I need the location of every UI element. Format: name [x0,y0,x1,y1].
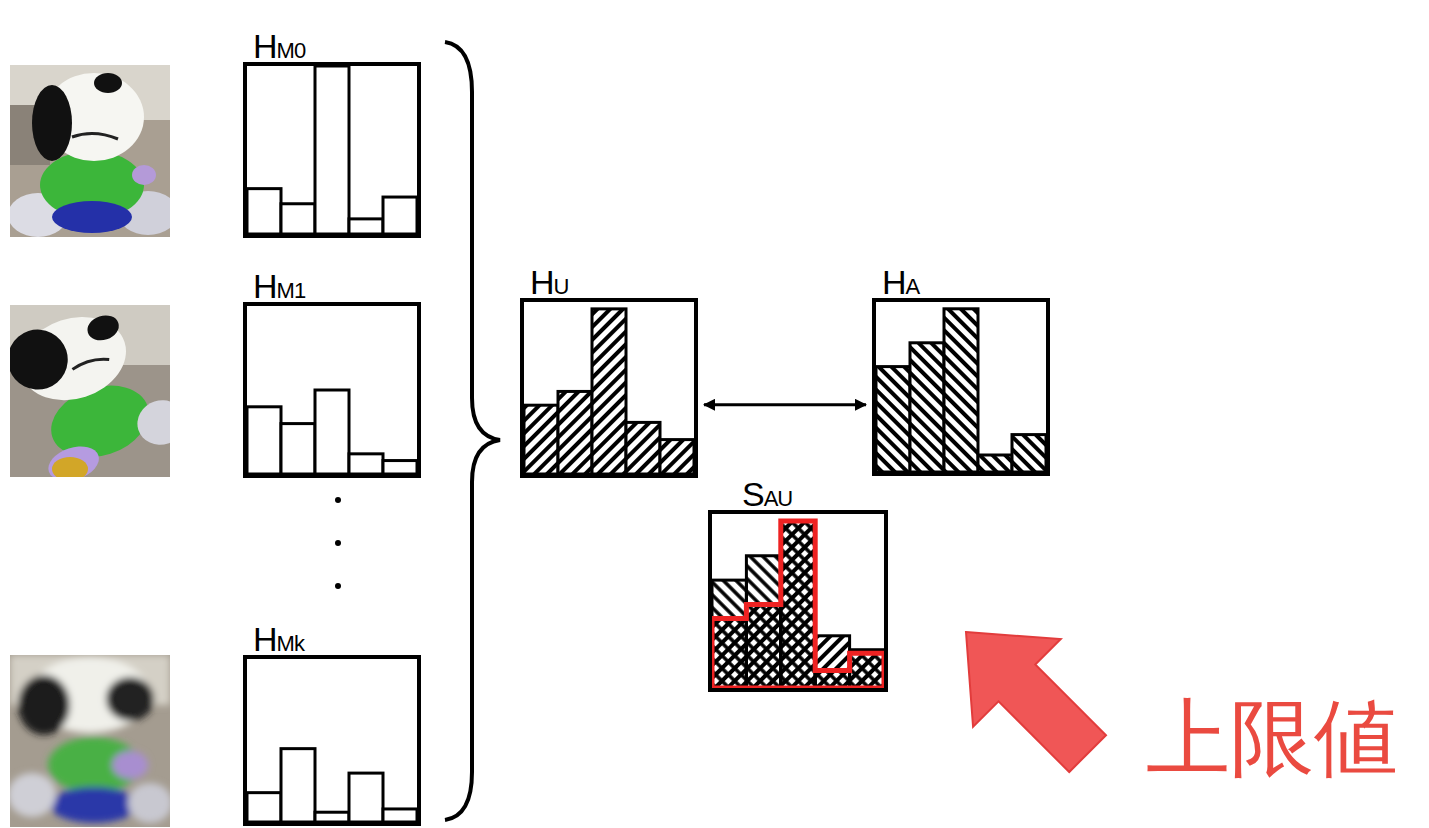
histogram-bar [524,405,558,474]
histogram [876,309,1046,472]
histogram-bar [876,367,910,472]
histogram-bar [1012,435,1046,472]
histogram-bar [315,66,349,234]
histogram-bar [558,391,592,474]
histogram [247,66,417,234]
histogram-bar [944,309,978,472]
callout-text: 上限値 [1146,692,1398,784]
histogram-bar [349,454,383,474]
photo [10,305,170,477]
histogram-bar [781,521,815,688]
histogram-bar [383,197,417,234]
histogram-bar [781,521,815,688]
ellipsis-dot [335,497,341,503]
histogram-box: HMk [243,655,421,826]
callout-arrow [922,588,1131,797]
histogram-label: SAU [742,477,792,511]
histogram-box: HA [872,298,1050,476]
histogram-label: HM1 [253,269,305,303]
histogram-bar [712,580,746,688]
histogram [247,749,417,822]
histogram-bar [815,636,849,688]
histogram-bar [626,422,660,474]
histogram [247,390,417,474]
histogram [524,309,694,474]
histogram-label: HMk [253,622,304,656]
photo [10,65,170,237]
histogram-bar [349,773,383,822]
histogram-bar [315,390,349,474]
histogram-label: HA [882,265,919,299]
histogram-bar [978,455,1012,472]
ellipsis-dot [335,583,341,589]
upper-limit-outline [712,521,884,688]
histogram-bar [281,204,315,234]
histogram-box: HU [520,298,698,478]
histogram-box: SAU [708,510,888,692]
histogram-bar [383,461,417,474]
histogram-bar [247,407,281,474]
histogram-bar [910,343,944,472]
double-arrow [704,403,866,406]
histogram-bar [349,219,383,234]
histogram-bar [281,424,315,474]
histogram-bar [815,671,849,688]
histogram-bar [383,809,417,822]
histogram-bar [247,189,281,234]
histogram-bar [315,812,349,822]
photo [10,655,170,827]
histogram-label: HU [530,265,568,299]
histogram-bar [247,793,281,822]
histogram-box: HM0 [243,62,421,238]
histogram [712,521,884,688]
ellipsis-dot [335,540,341,546]
histogram-bar [746,556,780,688]
curly-brace [445,42,500,820]
histogram-box: HM1 [243,302,421,478]
histogram-label: HM0 [253,29,305,63]
histogram-bar [660,440,694,474]
histogram-bar [592,309,626,474]
histogram-bar [281,749,315,822]
